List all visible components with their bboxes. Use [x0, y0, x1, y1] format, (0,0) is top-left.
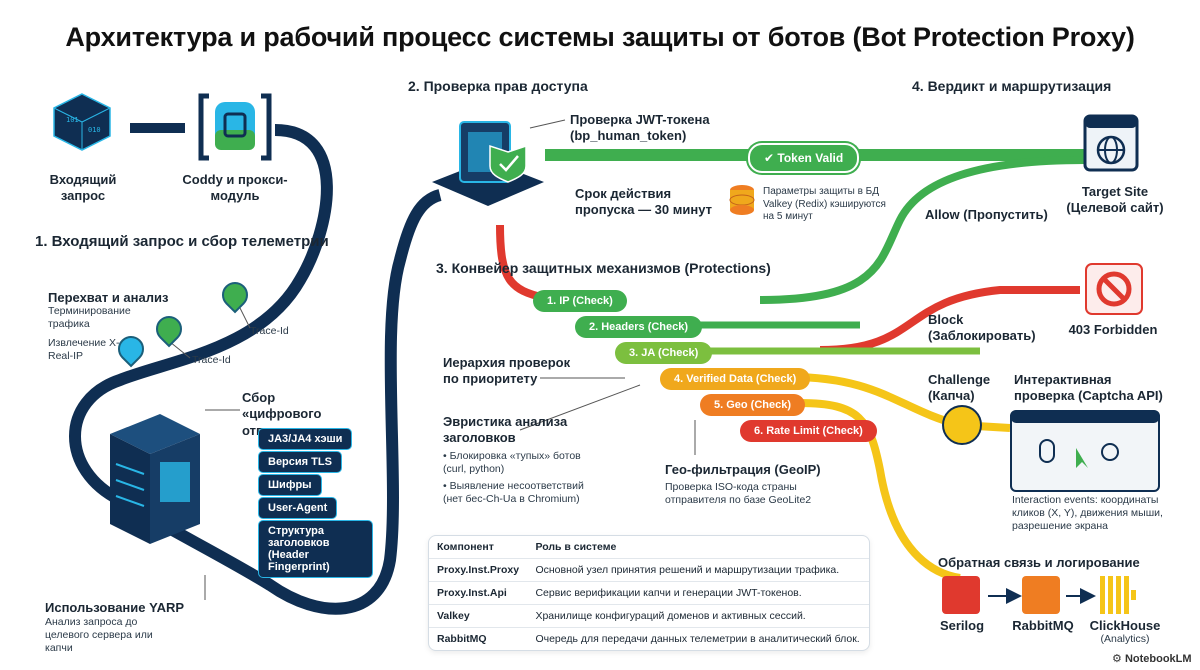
data-cube-icon: 101 010 — [52, 92, 112, 152]
pointer-jwt — [529, 119, 566, 129]
components-table: Компонент Роль в системе Proxy.Inst.Prox… — [429, 536, 869, 650]
serilog-label: Serilog — [939, 618, 985, 633]
allow-path-2 — [759, 156, 1086, 304]
brand-watermark: ⚙ NotebookLM — [1112, 652, 1192, 665]
table-header-row: Компонент Роль в системе — [429, 536, 869, 559]
hierarchy-label: Иерархия проверок по приоритету — [443, 355, 571, 387]
table-header-component: Компонент — [429, 536, 528, 559]
heuristics-title: Эвристика анализа заголовков — [443, 414, 568, 446]
jwt-check-label: Проверка JWT-токена (bp_human_token) — [570, 112, 710, 144]
server-icon — [100, 412, 210, 552]
check-rate-limit: 6. Rate Limit (Check) — [740, 420, 877, 442]
table-row: Valkey Хранилище конфигураций доменов и … — [429, 604, 869, 628]
fingerprint-tag-ja3: JA3/JA4 хэши — [258, 428, 353, 450]
stage2-heading: 2. Проверка прав доступа — [408, 78, 588, 94]
interaction-events-label: Interaction events: координаты кликов (X… — [1012, 494, 1163, 533]
coddy-label: Coddy и прокси-модуль — [182, 172, 288, 204]
token-valid-label: Token Valid — [777, 151, 844, 165]
fingerprint-tag-user-agent: User-Agent — [258, 497, 338, 519]
table-row: Proxy.Inst.Api Сервис верификации капчи … — [429, 581, 869, 605]
page-title: Архитектура и рабочий процесс системы за… — [65, 22, 1135, 52]
components-table-card: Компонент Роль в системе Proxy.Inst.Prox… — [428, 535, 870, 651]
stage1-heading: 1. Входящий запрос и сбор телеметрии — [35, 233, 329, 250]
geo-path — [799, 399, 961, 582]
auth-device-icon — [428, 112, 548, 212]
intercept-item-2: Извлечение X-Real-IP — [48, 337, 120, 363]
clickhouse-sub: (Analytics) — [1100, 633, 1150, 645]
fingerprint-tag-tls: Версия TLS — [258, 451, 342, 473]
svg-text:101: 101 — [66, 116, 79, 124]
table-cell-role: Хранилище конфигураций доменов и активны… — [527, 604, 869, 628]
allow-label: Allow (Пропустить) — [925, 207, 1048, 222]
table-cell-role: Сервис верификации капчи и генерации JWT… — [527, 581, 869, 605]
rabbitmq-icon — [1022, 576, 1060, 614]
fingerprint-tag-headers: Структура заголовков (Header Fingerprint… — [258, 520, 373, 578]
checkmark-icon: ✔ — [764, 151, 775, 165]
block-icon — [1084, 262, 1144, 317]
table-cell-component: RabbitMQ — [437, 633, 487, 645]
incoming-request-label: Входящий запрос — [49, 172, 117, 204]
block-path — [819, 286, 1080, 354]
captcha-icon — [942, 405, 982, 445]
check-ip: 1. IP (Check) — [533, 290, 627, 312]
clickhouse-icon — [1100, 576, 1136, 614]
heuristics-item-1: • Блокировка «тупых» ботов (curl, python… — [443, 450, 581, 476]
validity-label: Срок действия пропуска — 30 минут — [575, 186, 712, 218]
pointer-heuristics — [519, 384, 641, 431]
challenge-label: Challenge (Капча) — [928, 372, 991, 404]
target-site-label: Target Site (Целевой сайт) — [1066, 184, 1164, 216]
intercept-title: Перехват и анализ — [48, 290, 169, 305]
svg-text:010: 010 — [88, 126, 101, 134]
trace-id-label-2: Trace-Id — [192, 354, 231, 366]
brand-label: NotebookLM — [1124, 653, 1192, 665]
fingerprint-tag-ciphers: Шифры — [258, 474, 322, 496]
check-geo: 5. Geo (Check) — [700, 394, 806, 416]
intercept-item-1: Терминирование трафика — [48, 305, 131, 331]
table-cell-role: Очередь для передачи данных телеметрии в… — [535, 633, 860, 645]
table-cell-component: Proxy.Inst.Proxy — [429, 558, 528, 582]
coddy-icon — [195, 90, 275, 165]
captcha-window-icon — [1010, 410, 1160, 492]
serilog-icon — [942, 576, 980, 614]
table-cell-component: Valkey — [429, 604, 528, 628]
yarp-title: Использование YARP — [45, 600, 185, 615]
table-row: Proxy.Inst.Proxy Основной узел принятия … — [429, 558, 869, 582]
table-cell-component: Proxy.Inst.Api — [429, 581, 528, 605]
rabbitmq-label: RabbitMQ — [1012, 618, 1074, 633]
check-headers: 2. Headers (Check) — [575, 316, 703, 338]
table-cell-role: Основной узел принятия решений и маршрут… — [527, 558, 869, 582]
browser-globe-icon — [1083, 112, 1139, 172]
check-verified-data: 4. Verified Data (Check) — [660, 368, 811, 390]
token-valid-badge: ✔ Token Valid — [748, 143, 860, 173]
interactive-label: Интерактивная проверка (Captcha API) — [1014, 372, 1163, 404]
check-ja: 3. JA (Check) — [615, 342, 713, 364]
trace-id-label-1: Trace-Id — [250, 325, 289, 337]
stage3-heading: 3. Конвейер защитных механизмов (Protect… — [436, 260, 771, 276]
table-header-role: Роль в системе — [527, 536, 869, 559]
block-label: Block (Заблокировать) — [928, 312, 1036, 344]
yarp-desc: Анализ запроса до целевого сервера или к… — [45, 616, 153, 655]
feedback-heading: Обратная связь и логирование — [938, 555, 1140, 570]
clickhouse-label: ClickHouse — [1089, 618, 1161, 633]
params-label: Параметры защиты в БД Valkey (Redix) кэш… — [763, 186, 886, 222]
geo-title: Гео-фильтрация (GeoIP) — [665, 462, 821, 477]
stage4-heading: 4. Вердикт и маршрутизация — [912, 78, 1112, 94]
forbidden-label: 403 Forbidden — [1068, 322, 1158, 337]
database-icon — [728, 184, 756, 218]
geo-desc: Проверка ISO-кода страны отправителя по … — [665, 481, 812, 507]
heuristics-item-2: • Выявление несоответствий (нет бес-Ch-U… — [443, 480, 584, 506]
table-row: RabbitMQ Очередь для передачи данных тел… — [429, 628, 869, 651]
brand-logo-icon: ⚙ — [1112, 653, 1122, 665]
